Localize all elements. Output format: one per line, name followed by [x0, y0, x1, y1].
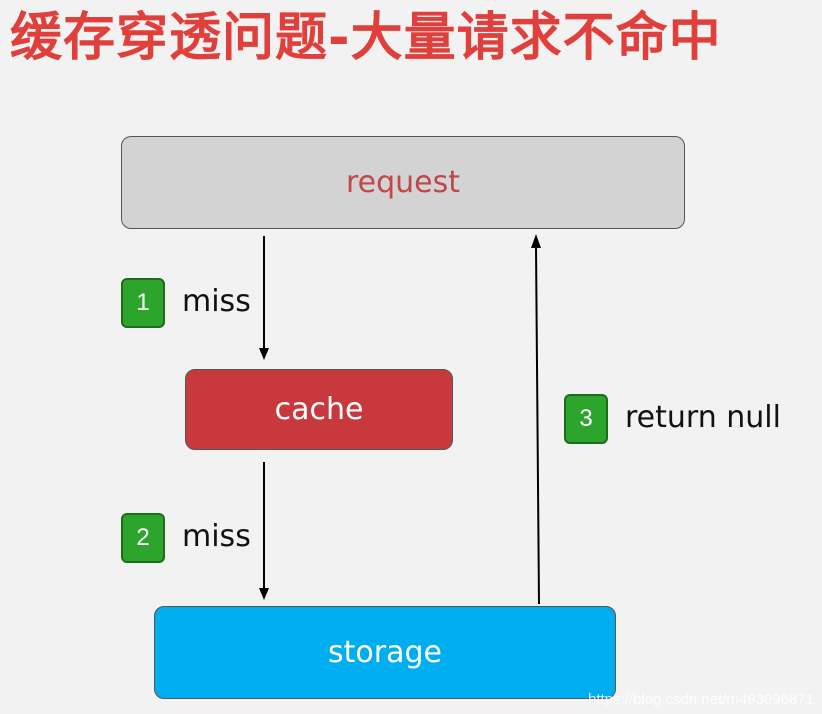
step-1-label: miss [182, 284, 251, 319]
storage-box: storage [154, 606, 616, 699]
arrowhead-storage [259, 588, 269, 600]
step-1-badge: 1 [121, 278, 165, 328]
watermark: https://blog.csdn.net/m493096871 [588, 691, 814, 708]
cache-box: cache [185, 369, 453, 450]
request-box: request [121, 136, 685, 229]
arrowhead-cache [259, 348, 269, 360]
step-2-badge: 2 [121, 513, 165, 563]
step-3-label: return null [625, 400, 781, 435]
arrow-storage-to-request [535, 245, 540, 605]
arrowhead-request [531, 234, 541, 248]
step-2-label: miss [182, 519, 251, 554]
step-3-badge: 3 [564, 394, 608, 444]
diagram-title: 缓存穿透问题-大量请求不命中 [10, 8, 722, 68]
